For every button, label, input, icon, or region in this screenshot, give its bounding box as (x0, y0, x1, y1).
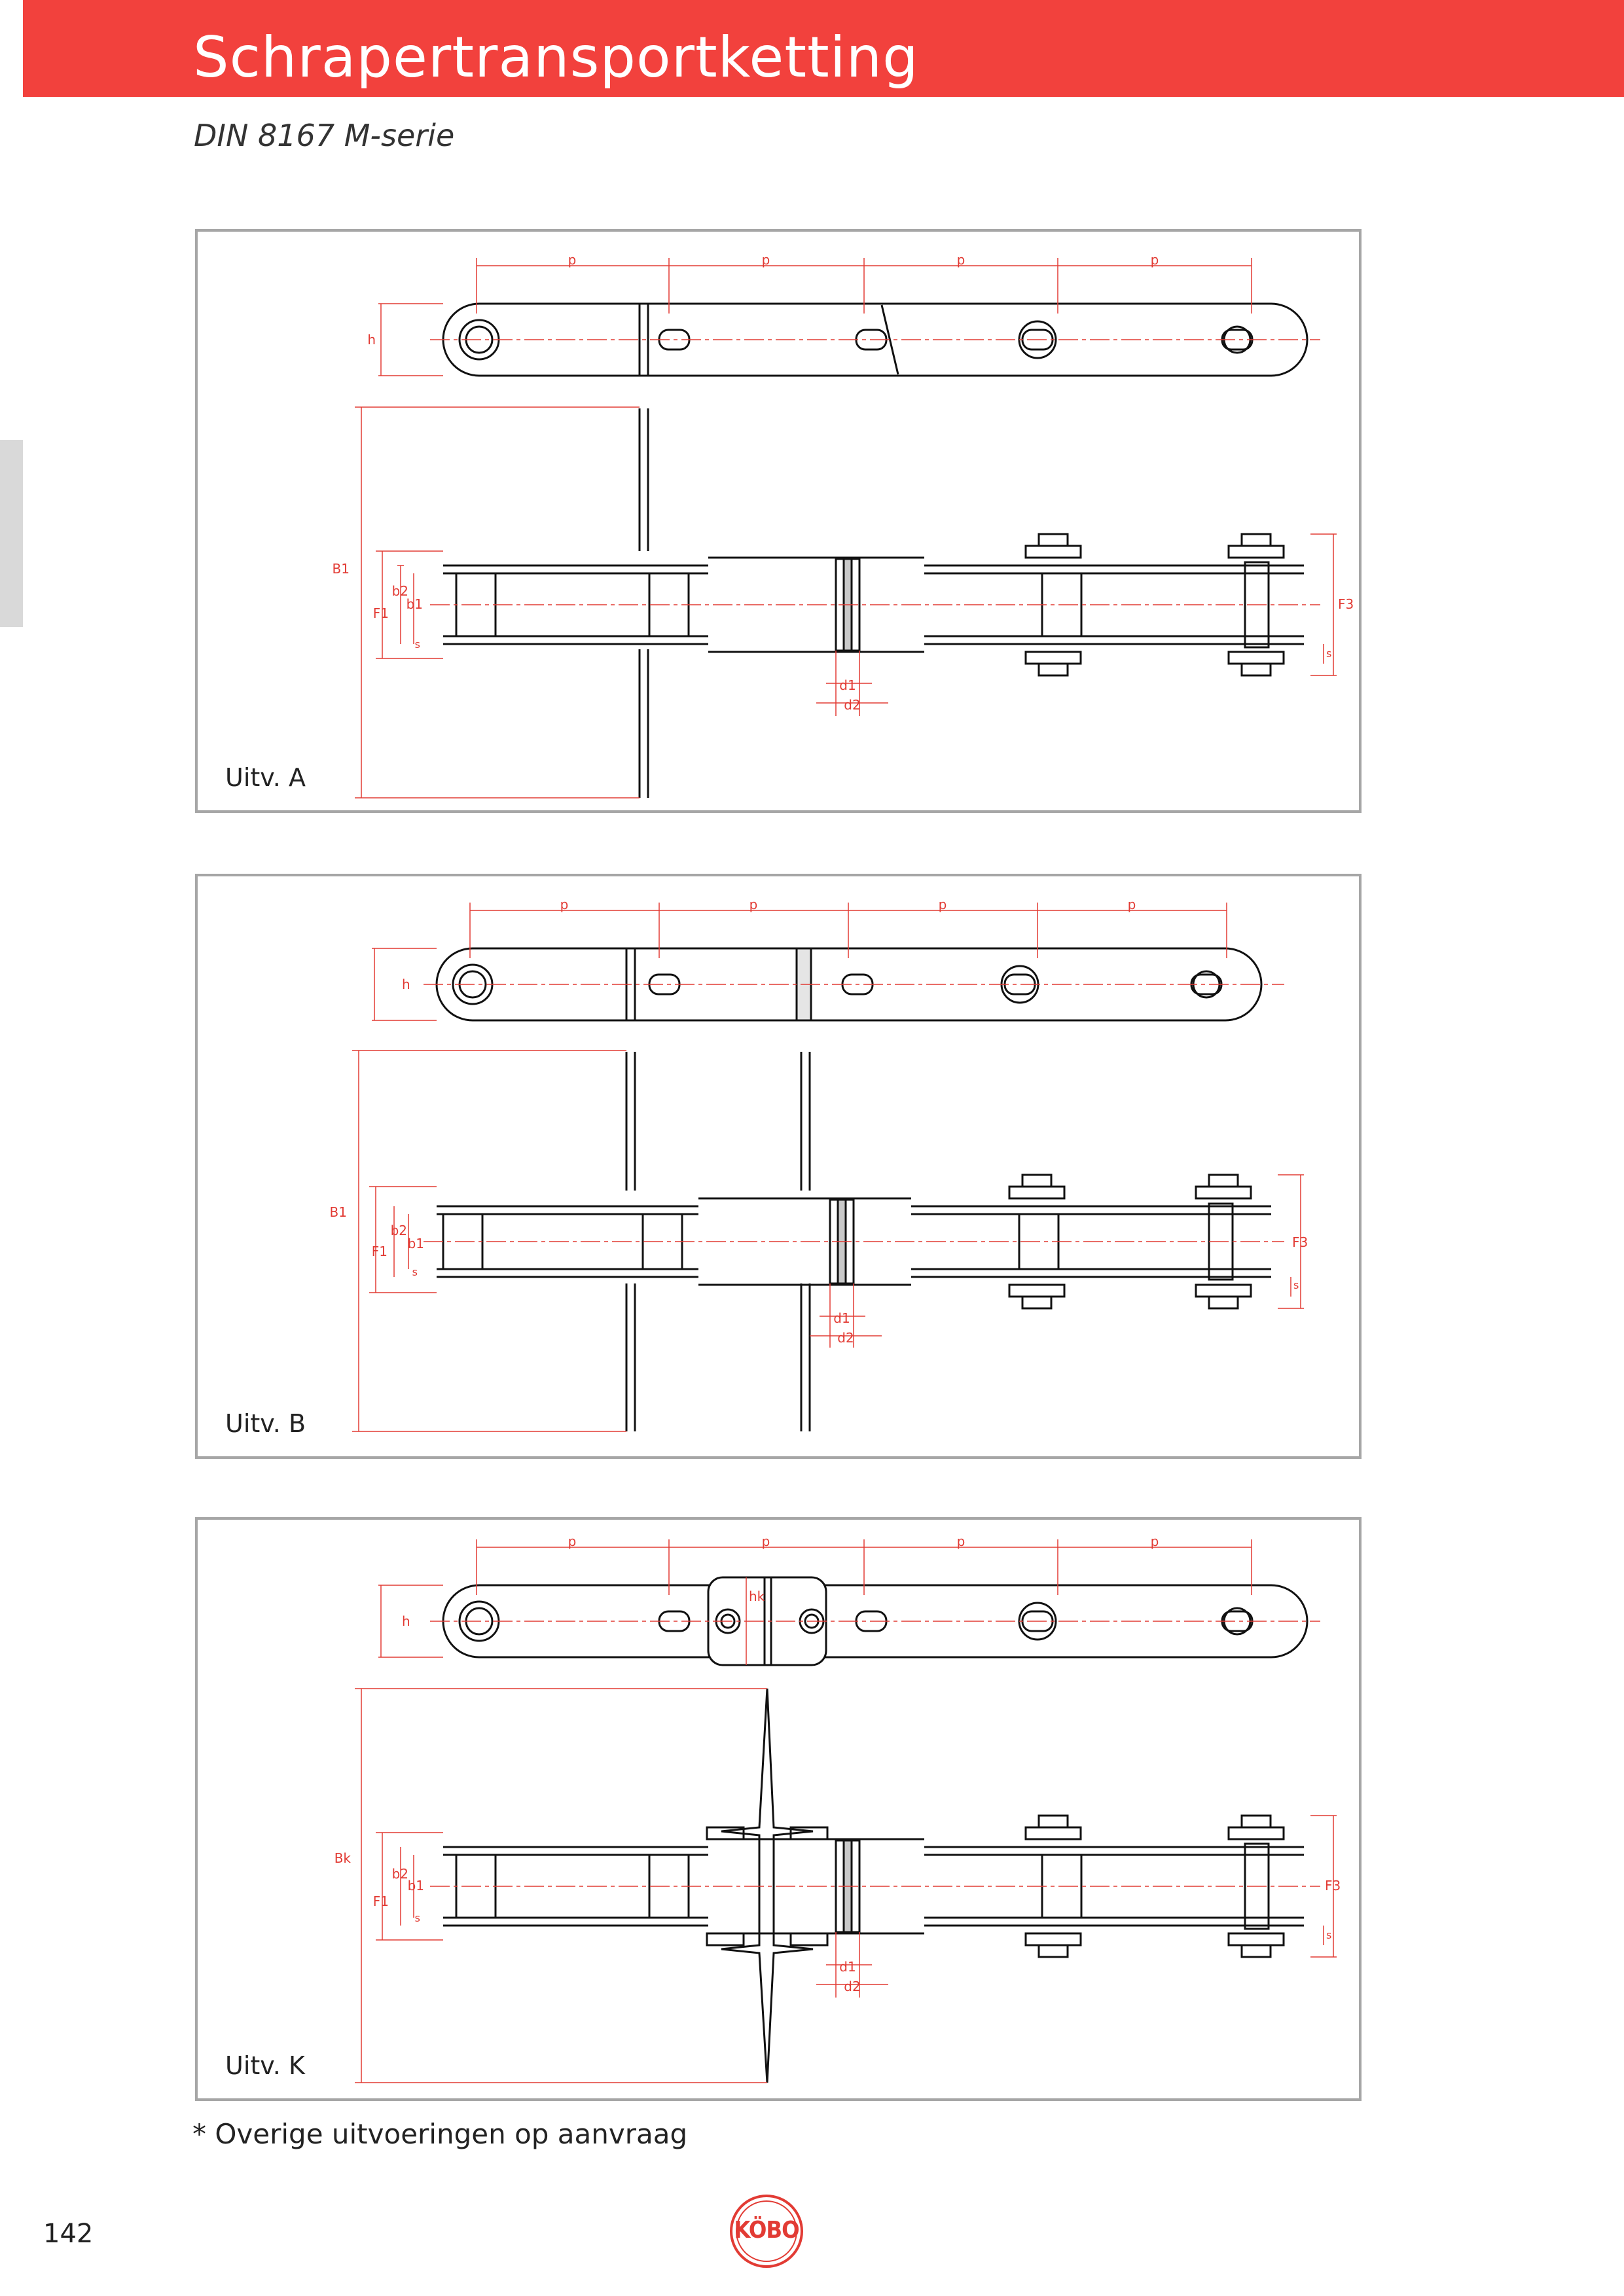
dim-b2: b2 (391, 1223, 407, 1238)
dim-p-1: p (560, 897, 569, 912)
panel-label-k: Uitv. K (225, 2051, 305, 2080)
dim-d2: d2 (837, 1330, 854, 1346)
dim-f3: F3 (1338, 596, 1354, 612)
dim-p-2: p (762, 252, 770, 268)
dim-p-4: p (1128, 897, 1136, 912)
dim-b1: b1 (408, 1878, 424, 1893)
dim-b1: b1 (408, 1236, 424, 1251)
dim-h: h (402, 977, 410, 992)
dim-p-4: p (1151, 252, 1159, 268)
panel-label-b: Uitv. B (225, 1409, 306, 1438)
dim-p-2: p (762, 1534, 770, 1549)
logo-seal-icon (730, 2195, 803, 2268)
header-bar: Schrapertransportketting (23, 0, 1624, 97)
chain-drawing-a (442, 302, 1308, 798)
dim-p-1: p (568, 252, 577, 268)
kobo-logo: KÖBO (729, 2193, 804, 2269)
side-tab (0, 440, 23, 627)
dim-h: h (367, 332, 376, 348)
dim-p-1: p (568, 1534, 577, 1549)
dim-s: s (415, 638, 420, 651)
panel-label-a: Uitv. A (225, 763, 306, 792)
dim-b1: b1 (406, 596, 423, 612)
page-subtitle: DIN 8167 M-serie (194, 118, 455, 153)
dim-d1: d1 (833, 1310, 850, 1326)
dim-s-right: s (1326, 1929, 1331, 1941)
dim-f1: F1 (373, 1893, 389, 1909)
dim-p-2: p (749, 897, 758, 912)
centerlines-b (424, 984, 1284, 1242)
drawing-a: p p p p h B1 b2 b1 F1 s d1 d2 F3 s (333, 252, 1354, 798)
dim-s: s (415, 1912, 420, 1924)
dim-s: s (412, 1266, 418, 1278)
dim-p-3: p (939, 897, 947, 912)
dim-s-right: s (1293, 1279, 1299, 1291)
footnote: * Overige uitvoeringen op aanvraag (192, 2118, 688, 2150)
drawing-b: p p p p h B1 b2 b1 F1 s d1 d2 F3 s (330, 897, 1308, 1432)
dim-f3: F3 (1325, 1878, 1341, 1893)
dim-b1-total: B1 (333, 561, 350, 577)
chain-drawing-k (442, 1576, 1308, 2083)
centerlines-k (430, 1621, 1320, 1887)
dimensions-b: p p p p h B1 b2 b1 F1 s d1 d2 F3 s (330, 897, 1308, 1432)
dim-bk: Bk (334, 1850, 352, 1866)
dim-p-3: p (957, 1534, 965, 1549)
drawing-panel-a: p p p p h B1 b2 b1 F1 s d1 d2 F3 s Uitv.… (195, 229, 1362, 813)
dim-b2: b2 (392, 1866, 408, 1882)
dim-s-right: s (1326, 647, 1331, 660)
dim-f1: F1 (372, 1244, 388, 1259)
drawing-k: p p p p h hk Bk b2 b1 F1 s d1 d2 F3 s (334, 1534, 1341, 2083)
dim-p-3: p (957, 252, 965, 268)
dim-d1: d1 (839, 1959, 856, 1975)
dimensions-k: p p p p h hk Bk b2 b1 F1 s d1 d2 F3 s (334, 1534, 1341, 2083)
page-title: Schrapertransportketting (193, 25, 919, 90)
logo-text: KÖBO (734, 2217, 799, 2244)
dim-h: h (402, 1613, 410, 1629)
dim-b1-total: B1 (330, 1204, 347, 1220)
centerlines-a (430, 339, 1320, 605)
dim-hk: hk (749, 1588, 765, 1604)
dimensions-a: p p p p h B1 b2 b1 F1 s d1 d2 F3 s (333, 252, 1354, 798)
page-number: 142 (43, 2219, 94, 2249)
dim-f3: F3 (1292, 1234, 1308, 1250)
chain-drawing-b (435, 947, 1271, 1431)
dim-d1: d1 (839, 677, 856, 693)
drawing-panel-b: p p p p h B1 b2 b1 F1 s d1 d2 F3 s Uitv.… (195, 874, 1362, 1459)
dim-f1: F1 (373, 605, 389, 621)
dim-d2: d2 (844, 697, 860, 713)
dim-b2: b2 (392, 583, 408, 599)
drawing-panel-k: p p p p h hk Bk b2 b1 F1 s d1 d2 F3 s Ui… (195, 1517, 1362, 2101)
dim-d2: d2 (844, 1979, 860, 1994)
dim-p-4: p (1151, 1534, 1159, 1549)
